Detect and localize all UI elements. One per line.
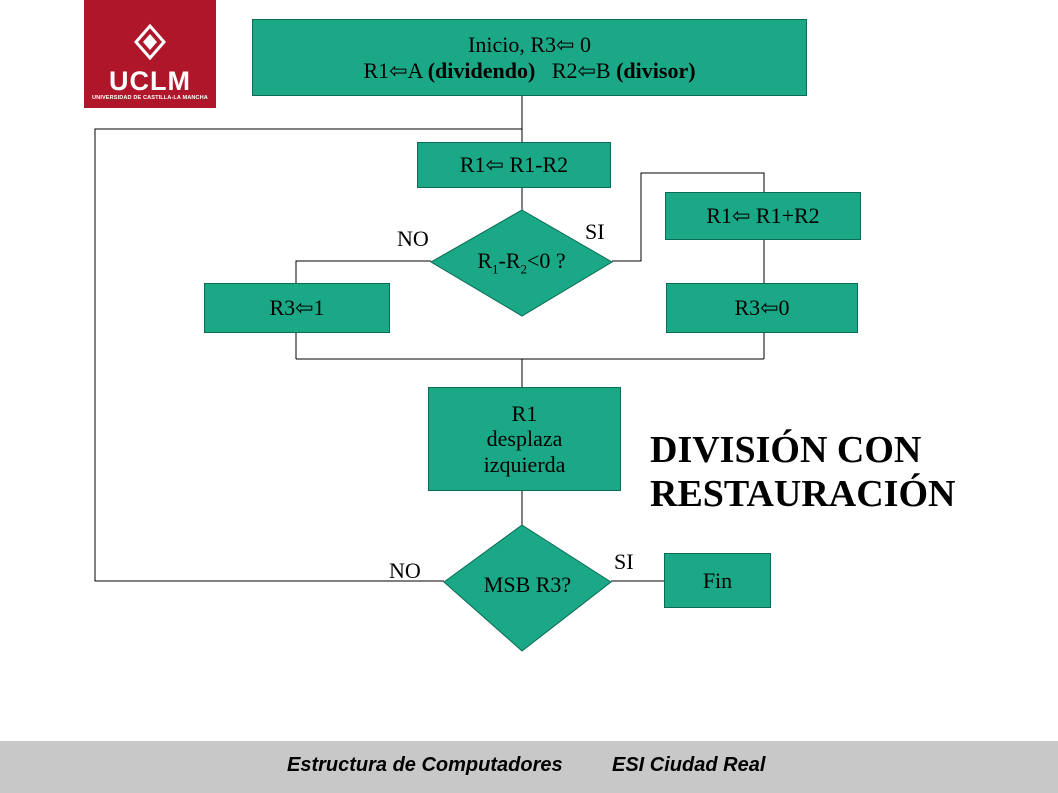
title-line2: RESTAURACIÓN [650, 473, 956, 516]
decision1-minus-r: -R [498, 248, 521, 273]
decision1-label: R1-R2<0 ? [431, 248, 612, 277]
footer-course: Estructura de Computadores [287, 754, 563, 776]
restore-box: R1⇦ R1+R2 [665, 192, 861, 240]
loop-back-line [94, 128, 522, 582]
decision2-diamond [443, 524, 612, 652]
end-box: Fin [664, 553, 771, 608]
logo-subtitle: UNIVERSIDAD DE CASTILLA-LA MANCHA [92, 95, 208, 101]
connector-si-branch [612, 172, 765, 262]
set-r3-zero-box: R3⇦0 [666, 283, 858, 333]
title-line1: DIVISIÓN CON [650, 429, 922, 471]
decision1-si-label: SI [585, 219, 605, 244]
logo-text: UCLM [109, 66, 191, 96]
decision2-label: MSB R3? [483, 572, 572, 597]
decision1-no-label: NO [397, 226, 429, 251]
uclm-logo: UCLM UNIVERSIDAD DE CASTILLA-LA MANCHA [84, 0, 216, 108]
shift-line2: desplaza [486, 426, 563, 452]
start-box: Inicio, R3⇦ 0 R1⇦A (dividendo) R2⇦B (div… [252, 19, 807, 96]
slide-title: DIVISIÓN CON RESTAURACIÓN [650, 428, 955, 517]
footer-bar: Estructura de Computadores ESI Ciudad Re… [0, 741, 1058, 793]
flowchart-connectors [94, 95, 765, 652]
decision1-sub1: 1 [492, 261, 499, 277]
start-line2: R1⇦A (dividendo) R2⇦B (divisor) [363, 58, 695, 83]
start-r1-assign: R1⇦A [363, 57, 428, 83]
decision2-si-label: SI [614, 549, 634, 574]
shift-line3: izquierda [483, 451, 566, 477]
connector-no-branch [295, 260, 431, 284]
logo-emblem-icon [134, 23, 166, 61]
start-line1: Inicio, R3⇦ 0 [468, 32, 591, 58]
decision1-sub2: 2 [520, 261, 528, 277]
decision1-r: R [477, 248, 492, 273]
set-r3-one-box: R3⇦1 [204, 283, 390, 333]
decision1-diamond [430, 209, 613, 317]
decision2-no-label: NO [389, 558, 421, 583]
shift-box: R1 desplaza izquierda [428, 387, 621, 491]
shift-line1: R1 [511, 401, 538, 427]
start-divisor: (divisor) [616, 57, 696, 83]
decision1-cond: <0 ? [527, 248, 566, 273]
start-dividend: (dividendo) [427, 57, 536, 83]
subtract-box: R1⇦ R1-R2 [417, 142, 611, 188]
start-r2-assign: R2⇦B [551, 57, 617, 83]
footer-school: ESI Ciudad Real [612, 754, 766, 776]
